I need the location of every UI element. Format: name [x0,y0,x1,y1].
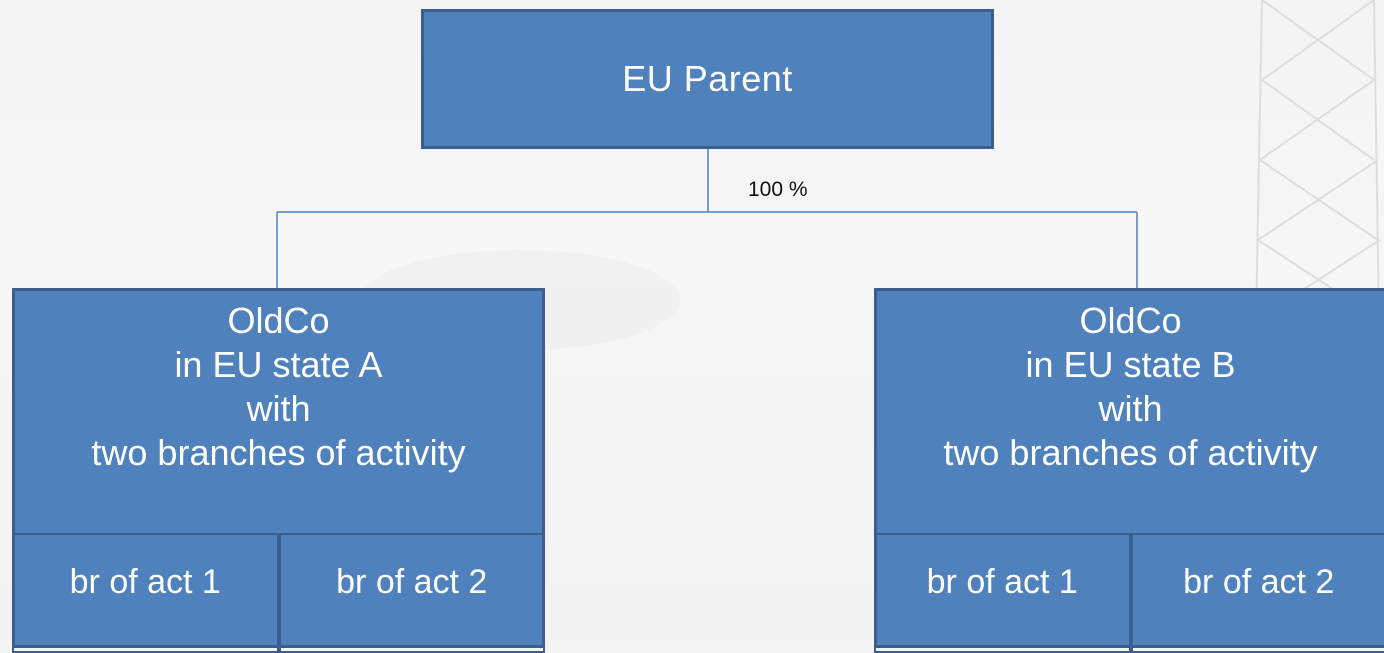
branch-label: br of act 1 [70,563,221,602]
subsidiary-a-text: OldCo in EU state A with two branches of… [15,299,542,475]
subsidiary-b-line: OldCo [877,299,1384,343]
subsidiary-b-line: in EU state B [877,343,1384,387]
branch-label: br of act 1 [927,563,1078,602]
subsidiary-a-box: OldCo in EU state A with two branches of… [12,288,545,648]
branch-box: br of act 2 [1131,533,1384,653]
subsidiary-a-branches: br of act 1 br of act 2 [12,533,545,653]
branch-box: br of act 2 [279,533,546,653]
parent-entity-box: EU Parent [421,9,994,149]
subsidiary-b-text: OldCo in EU state B with two branches of… [877,299,1384,475]
branch-label: br of act 2 [336,563,487,602]
parent-entity-label: EU Parent [622,58,793,100]
subsidiary-b-line: with [877,387,1384,431]
branch-box: br of act 1 [874,533,1131,653]
branch-box: br of act 1 [12,533,279,653]
subsidiary-a-line: with [15,387,542,431]
subsidiary-a-line: in EU state A [15,343,542,387]
subsidiary-b-line: two branches of activity [877,431,1384,475]
subsidiary-b-branches: br of act 1 br of act 2 [874,533,1384,653]
subsidiary-a-line: OldCo [15,299,542,343]
subsidiary-b-box: OldCo in EU state B with two branches of… [874,288,1384,648]
ownership-label: 100 % [748,178,808,202]
branch-label: br of act 2 [1183,563,1334,602]
subsidiary-a-line: two branches of activity [15,431,542,475]
